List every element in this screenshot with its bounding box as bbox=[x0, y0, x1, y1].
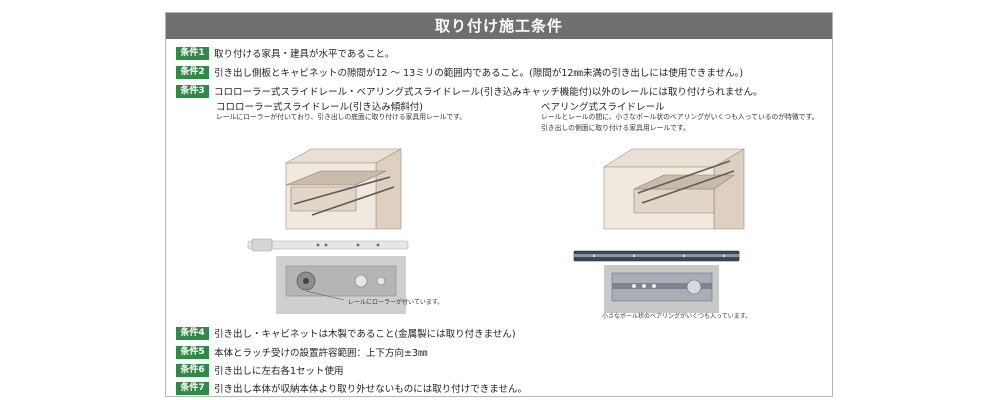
condition-tag: 条件4 bbox=[176, 326, 209, 340]
condition-4: 条件4 引き出し・キャビネットは木製であること(金属製には取り付きません) bbox=[176, 326, 516, 340]
condition-text: コロローラー式スライドレール・ベアリング式スライドレール(引き込みキャッチ機能付… bbox=[214, 87, 763, 98]
roller-rail-title: コロローラー式スライドレール(引き込み傾斜付) bbox=[216, 102, 423, 113]
condition-tag: 条件3 bbox=[176, 84, 209, 98]
roller-note-pointer bbox=[305, 290, 345, 301]
condition-2: 条件2 引き出し側板とキャビネットの隙間が12 ～ 13ミリの範囲内であること。… bbox=[176, 65, 743, 79]
bearing-cabinet-illustration bbox=[602, 148, 746, 230]
condition-tag: 条件5 bbox=[176, 345, 209, 359]
bearing-rail-title: ベアリング式スライドレール bbox=[541, 102, 665, 113]
condition-tag: 条件1 bbox=[176, 46, 209, 60]
bearing-rail-description-2: 引き出しの側面に取り付ける家具用レールです。 bbox=[541, 124, 690, 132]
condition-text: 引き出し・キャビネットは木製であること(金属製には取り付きません) bbox=[214, 329, 516, 340]
roller-rail-note: レールにローラーが付いています。 bbox=[348, 299, 444, 306]
condition-7: 条件7 引き出し本体が収納本体より取り外せないものには取り付けできません。 bbox=[176, 381, 527, 395]
roller-closeup-photo bbox=[276, 256, 406, 314]
condition-text: 引き出しに左右各1セット使用 bbox=[214, 366, 344, 377]
bearing-closeup-photo bbox=[604, 265, 719, 313]
condition-text: 取り付ける家具・建具が水平であること。 bbox=[214, 49, 395, 60]
roller-rail-description: レールにローラーが付いており、引き出しの底面に取り付ける家具用レールです。 bbox=[216, 113, 467, 121]
condition-tag: 条件2 bbox=[176, 65, 209, 79]
condition-3: 条件3 コロローラー式スライドレール・ベアリング式スライドレール(引き込みキャッ… bbox=[176, 84, 763, 98]
condition-tag: 条件6 bbox=[176, 363, 209, 377]
conditions-panel: 取り付け施工条件 条件1 取り付ける家具・建具が水平であること。 条件2 引き出… bbox=[165, 12, 833, 397]
bearing-rail-photo bbox=[573, 250, 740, 262]
condition-5: 条件5 本体とラッチ受けの設置許容範囲：上下方向±3㎜ bbox=[176, 345, 428, 359]
condition-1: 条件1 取り付ける家具・建具が水平であること。 bbox=[176, 46, 394, 60]
roller-rail-photo bbox=[247, 238, 409, 252]
page-title: 取り付け施工条件 bbox=[166, 13, 832, 39]
roller-cabinet-illustration bbox=[284, 148, 403, 230]
condition-text: 引き出し本体が収納本体より取り外せないものには取り付けできません。 bbox=[214, 384, 528, 395]
condition-tag: 条件7 bbox=[176, 381, 209, 395]
condition-text: 本体とラッチ受けの設置許容範囲：上下方向±3㎜ bbox=[214, 348, 428, 359]
bearing-rail-note: 小さなボール状のベアリングがいくつも入っています。 bbox=[602, 313, 752, 320]
bearing-rail-description-1: レールとレールの間に、小さなボール状のベアリングがいくつも入っているのが特徴です… bbox=[541, 113, 819, 121]
condition-6: 条件6 引き出しに左右各1セット使用 bbox=[176, 363, 344, 377]
condition-text: 引き出し側板とキャビネットの隙間が12 ～ 13ミリの範囲内であること。(隙間が… bbox=[214, 68, 744, 79]
